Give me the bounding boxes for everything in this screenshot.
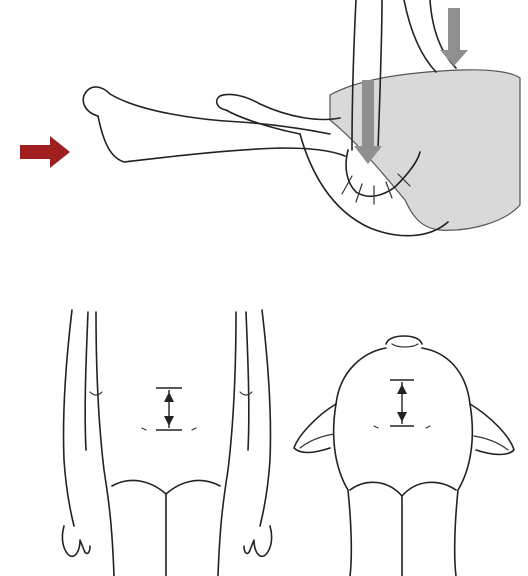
back-views-drawing (0, 300, 528, 576)
upright-back-figure (62, 310, 271, 576)
left-foot (83, 92, 98, 116)
supine-leg-drawing (0, 0, 528, 250)
double-headed-arrow-icon-2 (390, 380, 414, 426)
double-headed-arrow-icon (156, 388, 182, 430)
right-arrow-icon (20, 136, 70, 168)
back-views-illustration (0, 300, 528, 576)
bent-leg (220, 94, 340, 134)
down-arrow-icon-2 (440, 8, 468, 66)
right-foot (217, 96, 226, 110)
bending-back-figure (294, 336, 514, 576)
supine-leg-illustration (0, 0, 528, 250)
